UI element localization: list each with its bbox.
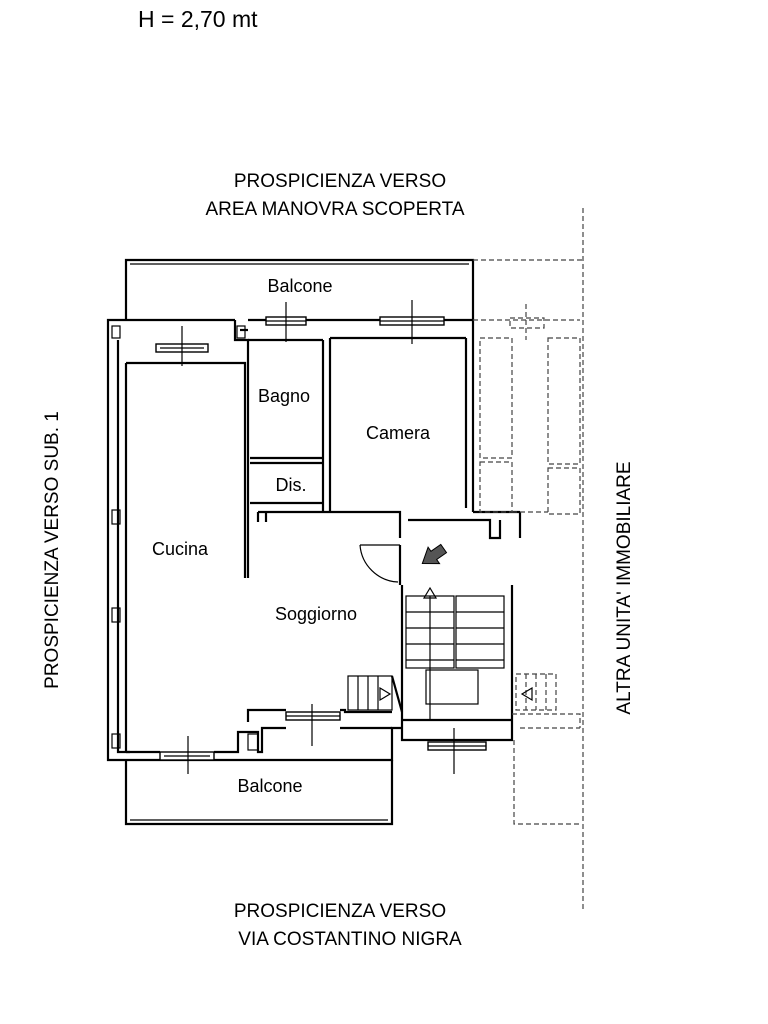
orientation-bottom-line1: PROSPICIENZA VERSO xyxy=(234,901,446,922)
orientation-left: PROSPICIENZA VERSO SUB. 1 xyxy=(42,411,63,689)
inner-bottom-walls xyxy=(126,708,392,754)
entrance-door xyxy=(359,544,402,585)
orientation-top-line2: AREA MANOVRA SCOPERTA xyxy=(205,199,464,220)
entrance-arrow-icon xyxy=(421,543,448,565)
orientation-top-line1: PROSPICIENZA VERSO xyxy=(234,171,446,192)
room-label-balcone-top: Balcone xyxy=(267,276,332,296)
windows-bottom xyxy=(159,704,487,774)
staircase xyxy=(400,585,514,742)
room-label-cucina: Cucina xyxy=(152,539,209,559)
balcony-bottom xyxy=(124,760,394,826)
room-label-dis: Dis. xyxy=(276,475,307,495)
pillars xyxy=(111,325,259,751)
windows-top xyxy=(155,300,445,366)
neighbour-unit xyxy=(473,259,583,825)
orientation-bottom-line2: VIA COSTANTINO NIGRA xyxy=(238,929,462,950)
orientation-right: ALTRA UNITA' IMMOBILIARE xyxy=(614,461,635,714)
small-stair xyxy=(347,675,404,713)
balcony-top xyxy=(124,258,475,320)
room-label-bagno: Bagno xyxy=(258,386,310,406)
room-label-soggiorno: Soggiorno xyxy=(275,604,357,624)
room-label-balcone-bottom: Balcone xyxy=(237,776,302,796)
room-label-camera: Camera xyxy=(366,423,431,443)
height-note: H = 2,70 mt xyxy=(138,6,258,32)
